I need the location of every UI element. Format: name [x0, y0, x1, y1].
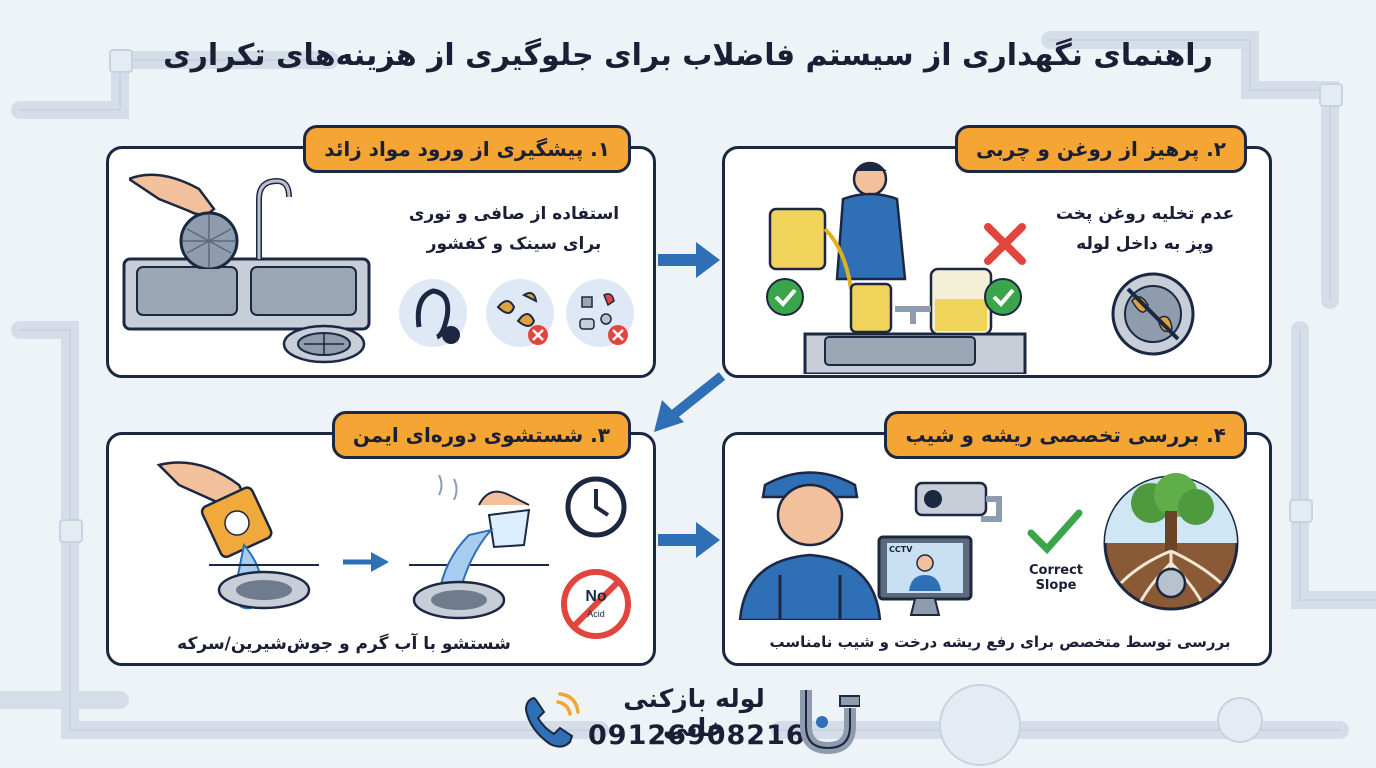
acid-label: Acid [587, 609, 605, 619]
step-2-text: عدم تخلیه روغن پخت وپز به داخل لوله [1035, 199, 1255, 259]
page-title: راهنمای نگهداری از سیستم فاضلاب برای جلو… [163, 38, 1213, 73]
phone-icon[interactable] [520, 688, 584, 752]
step-4-panel: ۴. بررسی تخصصی ریشه و شیب CCTV Correct S… [722, 411, 1272, 666]
step-1-panel: ۱. پیشگیری از ورود مواد زائد استفاده از … [106, 125, 656, 378]
pour-water-icon [409, 475, 549, 620]
flow-arrow-2-to-3 [654, 372, 726, 432]
step-2-badge: ۲. پرهیز از روغن و چربی [954, 125, 1247, 173]
correct-slope-label: Correct Slope [1016, 563, 1096, 593]
check-icon [766, 278, 804, 316]
floor-drain-icon [282, 324, 366, 364]
flow-arrow-3-to-4 [658, 522, 720, 558]
cctv-label: CCTV [889, 545, 913, 554]
no-acid-icon: No Acid [561, 569, 631, 639]
man-pouring-oil-icon [768, 161, 1027, 374]
debris-icon [566, 279, 634, 347]
no-label: No [585, 588, 607, 605]
monitor-icon [877, 535, 973, 616]
step-3-badge: ۳. شستشوی دوره‌ای ایمن [331, 411, 631, 459]
step-1-text-line1: استفاده از صافی و توری [408, 204, 620, 224]
step-3-panel: ۳. شستشوی دوره‌ای ایمن No Acid شستشو با … [106, 411, 656, 666]
clock-icon [565, 476, 627, 538]
flow-arrow-1-to-2 [658, 242, 720, 278]
slope-label-line1: Correct [1028, 563, 1084, 578]
check-icon [984, 278, 1022, 316]
step-4-badge: ۴. بررسی تخصصی ریشه و شیب [884, 411, 1247, 459]
slope-label-line2: Slope [1035, 578, 1077, 593]
drain-icon [209, 564, 319, 610]
company-name: لوله بازکنی خانی [623, 684, 765, 742]
plumber-icon [738, 471, 882, 620]
step-2-text-line2: وپز به داخل لوله [1076, 234, 1214, 254]
step-3-text: شستشو با آب گرم و جوش‌شیرین/سرکه [177, 634, 511, 654]
grease-pipe-icon [1111, 272, 1195, 356]
food-scraps-icon [486, 279, 554, 347]
cross-icon [984, 223, 1026, 265]
arrow-icon [343, 552, 389, 572]
step-1-badge: ۱. پیشگیری از ورود مواد زائد [303, 125, 631, 173]
step-4-text: بررسی توسط متخصص برای رفع ریشه درخت و شی… [769, 633, 1231, 651]
step-1-text-line2: برای سینک و کفشور [426, 234, 602, 254]
phone-number[interactable]: 09126908216 [588, 720, 806, 751]
pipe-logo-icon [800, 690, 860, 755]
hand-strainer-icon [129, 173, 239, 269]
cctv-camera-icon [914, 481, 1002, 522]
sink-icon [122, 177, 371, 331]
step-1-text: استفاده از صافی و توری برای سینک و کفشور [399, 199, 629, 259]
check-icon [1027, 509, 1083, 555]
step-2-panel: ۲. پرهیز از روغن و چربی عدم تخلیه روغن پ… [722, 125, 1272, 378]
hair-icon [399, 279, 467, 347]
tree-roots-icon [1103, 473, 1239, 611]
step-2-text-line1: عدم تخلیه روغن پخت [1055, 204, 1235, 224]
